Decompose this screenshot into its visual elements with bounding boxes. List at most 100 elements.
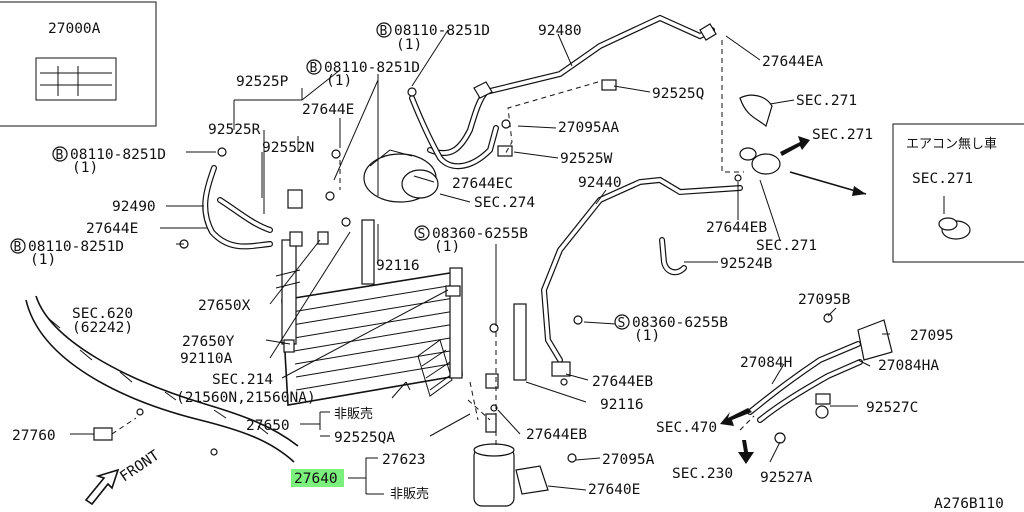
svg-text:B: B [56,148,64,163]
pressure-switch-27623 [485,413,497,433]
label-92490: 92490 [112,199,156,215]
label-92525W: 92525W [560,151,613,167]
label-27760: 27760 [12,428,56,444]
part-sec271-grommet [739,94,773,128]
label-27644EB-b: 27644EB [592,374,653,390]
label-27084HA: 27084HA [878,358,939,374]
svg-text:B: B [310,61,318,76]
arrow-sec271 [780,136,810,156]
label-92527A: 92527A [760,470,813,486]
label-not-sold-1: 非販売 [334,406,373,422]
svg-text:S: S [618,316,626,331]
label-sec230: SEC.230 [672,466,733,482]
label-92525P: 92525P [236,74,289,90]
label-sec620-sub: (62242) [72,320,133,336]
label-92440: 92440 [578,175,622,191]
part-sec271-cap [751,153,781,175]
label-screw-1-qty: (1) [434,239,460,255]
caution-label-part [35,57,117,101]
caution-label-lines [40,66,112,96]
fasteners [179,79,833,463]
dashed-guides [339,40,755,446]
label-bolt-2-qty: (1) [326,73,352,89]
label-bolt-4-qty: (1) [30,252,56,268]
label-92552N: 92552N [262,140,314,156]
svg-text:B: B [14,240,22,255]
label-27640E: 27640E [588,482,640,498]
label-27095A: 27095A [602,452,655,468]
label-bolt-4: 08110-8251D [28,239,124,255]
hose-compressor [409,95,499,170]
label-sec214: SEC.214 [212,372,273,388]
label-sec214-sub: (21560N,21560NA) [176,390,316,406]
part-oring-27644EB [739,147,757,161]
inset-no-ac-box: エアコン無し車 SEC.271 [892,123,1024,263]
label-bolt-3-qty: (1) [72,160,98,176]
front-arrow [84,468,120,506]
label-92480: 92480 [538,23,582,39]
label-front: FRONT [117,447,162,485]
label-92116-b: 92116 [600,397,644,413]
label-27644EC: 27644EC [452,176,513,192]
label-27644EB-c: 27644EB [526,427,587,443]
label-92525Q: 92525Q [652,86,704,102]
label-sec271-d: SEC.271 [756,238,817,254]
label-92110A: 92110A [180,351,233,367]
pipe-92440-bracket [551,361,571,377]
label-92116-a: 92116 [376,258,420,274]
core-support-bar [25,295,299,463]
label-27084H: 27084H [740,355,792,371]
diagram-code: A276B110 [934,496,1004,512]
support-bolt-hole-2 [136,408,144,416]
label-bolt-2: 08110-8251D [324,60,420,76]
label-27640: 27640 [294,471,338,487]
label-27095AA: 27095AA [558,120,619,136]
svg-text:B: B [380,24,388,39]
pipe-92480 [427,14,717,157]
label-bolt-1: 08110-8251D [394,23,490,39]
svg-text:S: S [418,227,426,242]
hose-92490 [202,165,273,250]
label-27650X: 27650X [198,298,251,314]
leader-lines [160,29,890,495]
label-sec620: SEC.620 [72,306,133,322]
part-labels: 08110-8251D (1) 92480 27644EA 08110-8251… [12,23,1004,512]
label-92524B: 92524B [720,256,773,272]
label-27644EB-a: 27644EB [706,220,767,236]
seal-92116-lower [513,303,527,381]
label-27644EA: 27644EA [762,54,823,70]
label-27095B: 27095B [798,292,851,308]
part-27760 [93,427,113,441]
pipe-92480-end [699,23,717,41]
no-ac-note: エアコン無し車 [906,137,997,152]
seal-92116-upper [361,219,375,285]
inset-label-box: 27000A [0,1,157,127]
label-sec470: SEC.470 [656,420,717,436]
label-bolt-3: 08110-8251D [70,147,166,163]
label-sec274: SEC.274 [474,195,535,211]
sec-271-label-inset: SEC.271 [912,171,973,187]
hose-27084H [747,319,893,423]
label-27644E: 27644E [86,221,138,237]
condenser-right-tank [449,267,463,379]
oring-part-inset [938,217,958,231]
label-27644E-top: 27644E [302,102,354,118]
label-92525R: 92525R [208,122,261,138]
label-screw-2: 08360-6255B [632,315,728,331]
pipe-92440 [540,176,743,377]
label-27095: 27095 [910,328,954,344]
label-92525QA: 92525QA [334,430,395,446]
bracket-27640E [515,465,549,495]
circled-markers: B B B B S S [10,22,630,331]
expansion-valve-27095 [857,319,893,361]
label-screw-2-qty: (1) [634,328,660,344]
label-92527C: 92527C [866,400,918,416]
label-27650: 27650 [246,418,290,434]
highlight-27640 [291,469,344,487]
label-bolt-1-qty: (1) [396,37,422,53]
label-screw-1: 08360-6255B [432,226,528,242]
compressor [363,149,439,203]
label-sec271-b: SEC.271 [812,127,873,143]
